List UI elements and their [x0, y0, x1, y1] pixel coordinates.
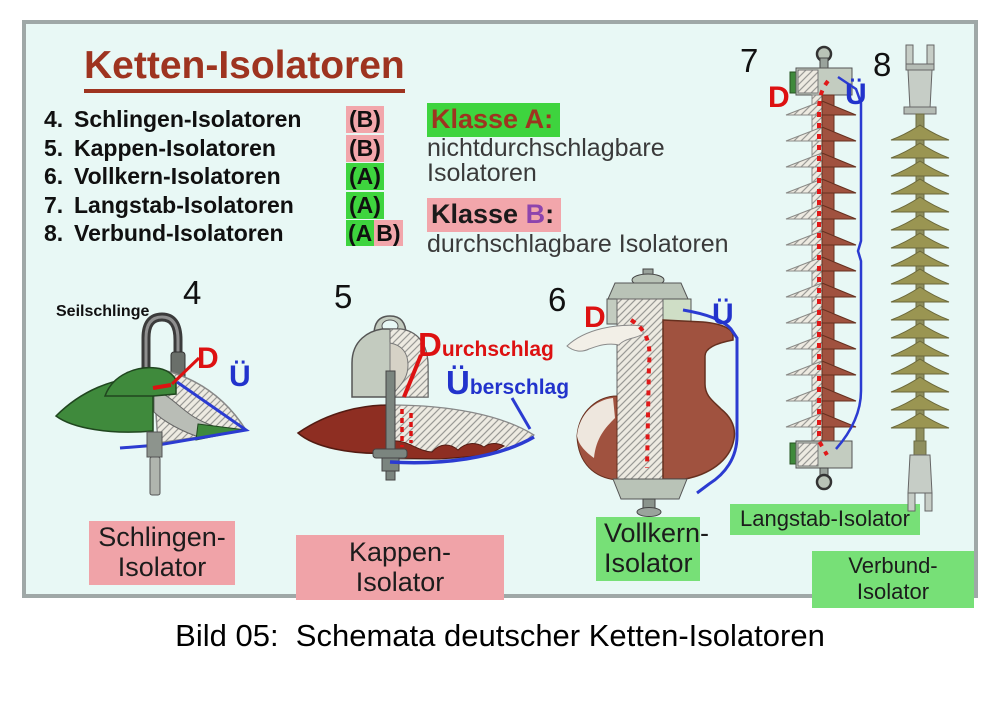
figure-8-number: 8: [873, 46, 892, 83]
figure-4-caption-box: Schlingen- Isolator: [89, 521, 235, 585]
flashover-letter: Ü: [845, 78, 867, 111]
top-fitting: [903, 44, 937, 115]
diagram-panel: Ketten-Isolatoren 4.Schlingen-Isolatoren…: [22, 20, 978, 608]
puncture-letter: D: [197, 342, 219, 375]
list-item-label: Schlingen-Isolatoren: [74, 106, 302, 132]
class-badge: (B): [346, 106, 384, 133]
klasse-a-description: nichtdurchschlagbare Isolatoren: [427, 136, 665, 186]
seilschlinge-label: Seilschlinge: [56, 303, 150, 320]
flashover-path-line: [682, 308, 739, 495]
class-badge: (A): [346, 191, 384, 219]
puncture-letter: D: [584, 301, 606, 334]
porcelain-body: [662, 319, 736, 480]
list-item: 6. Vollkern-Isolatoren (A): [44, 163, 444, 192]
flashover-letter: Ü: [712, 298, 734, 331]
flashover-path-line: [389, 397, 535, 465]
class-badge: (A): [346, 163, 384, 191]
list-item-number: 4.: [44, 106, 64, 132]
insulator-type-list: 4. Schlingen-Isolatoren (B) 5. Kappen-Isola…: [44, 106, 444, 249]
pin: [372, 370, 408, 481]
left-bulb-snow: [577, 398, 615, 458]
disc-left: [296, 404, 391, 455]
class-badge: (B): [346, 134, 384, 162]
list-item: 5. Kappen-Isolatoren (B): [44, 134, 444, 164]
klasse-b-letter: B: [525, 199, 546, 229]
list-item-label: Langstab-Isolatoren: [74, 191, 294, 218]
bottom-fitting: [789, 440, 853, 491]
vollkern-isolator-drawing: [566, 268, 739, 517]
sheds: [890, 124, 950, 429]
ueberschlag-initial: Ü: [446, 364, 470, 401]
class-badge-a: (A: [346, 220, 375, 247]
bottom-fitting: [907, 440, 933, 512]
page-title: Ketten-Isolatoren: [84, 45, 405, 93]
figure-4-number: 4: [183, 274, 202, 311]
flashover-path-line: [119, 380, 250, 450]
puncture-path-line: [400, 354, 423, 447]
schlingen-isolator-drawing: [54, 312, 250, 496]
top-fitting: [789, 45, 853, 96]
caption-line: Isolator: [604, 548, 693, 578]
verbund-isolator-drawing: [890, 44, 950, 512]
durchschlag-label: Durchschlag: [418, 326, 554, 364]
list-item-label: Kappen-Isolatoren: [74, 134, 276, 161]
durchschlag-rest: urchschlag: [441, 338, 554, 361]
durchschlag-initial: D: [418, 326, 442, 363]
left-shed: [566, 324, 644, 352]
list-item-number: 8.: [44, 220, 64, 247]
figure-7-number: 7: [740, 42, 759, 79]
figure-8-caption-box: Verbund-Isolator: [812, 551, 974, 608]
klasse-a-desc-line2: Isolatoren: [427, 159, 537, 187]
puncture-path-line: [817, 79, 830, 456]
figure-5-number: 5: [334, 278, 353, 315]
ueberschlag-label: Überschlag: [446, 364, 569, 402]
class-badge-b: B): [374, 220, 403, 247]
list-item-number: 7.: [44, 191, 64, 218]
porcelain-dome: [103, 366, 177, 397]
puncture-letter: D: [768, 81, 790, 114]
figure-6-caption-box: Vollkern- Isolator: [596, 517, 710, 581]
list-item: 4. Schlingen-Isolatoren (B): [44, 106, 444, 135]
flashover-path-line: [835, 75, 863, 450]
caption-line: Schlingen-: [98, 522, 226, 552]
langstab-isolator-drawing: [785, 45, 863, 491]
kappen-isolator-drawing: [296, 315, 535, 481]
figure-7-caption-box: Langstab-Isolator: [730, 504, 920, 535]
list-item: 7. Langstab-Isolatoren (A): [44, 191, 444, 221]
figure-caption: Bild 05: Schemata deutscher Ketten-Isola…: [175, 618, 825, 653]
klasse-b-word: Klasse: [431, 199, 526, 229]
klasse-a-heading: Klasse A:: [427, 103, 561, 137]
list-item-number: 6.: [44, 163, 64, 190]
pin-stem: [146, 431, 163, 496]
klasse-a-desc-line1: nichtdurchschlagbare: [427, 134, 665, 162]
bottom-fitting: [612, 478, 688, 517]
caption-line: Vollkern-: [604, 518, 710, 548]
list-item-label: Vollkern-Isolatoren: [74, 163, 281, 190]
ueberschlag-rest: berschlag: [469, 376, 570, 399]
list-item-number: 5.: [44, 134, 64, 161]
caption-line: Isolator: [117, 552, 207, 582]
list-item-label: Verbund-Isolatoren: [74, 220, 284, 247]
figure-5-caption-box: Kappen-Isolator: [296, 535, 504, 600]
klasse-b-heading: Klasse B:: [427, 198, 562, 232]
klasse-b-description: durchschlagbare Isolatoren: [427, 230, 729, 258]
figure-6-number: 6: [548, 281, 567, 318]
disc-ribs: [389, 440, 506, 460]
klasse-b-colon: :: [545, 199, 555, 229]
puncture-path-line: [152, 356, 201, 390]
flashover-letter: Ü: [229, 360, 251, 393]
